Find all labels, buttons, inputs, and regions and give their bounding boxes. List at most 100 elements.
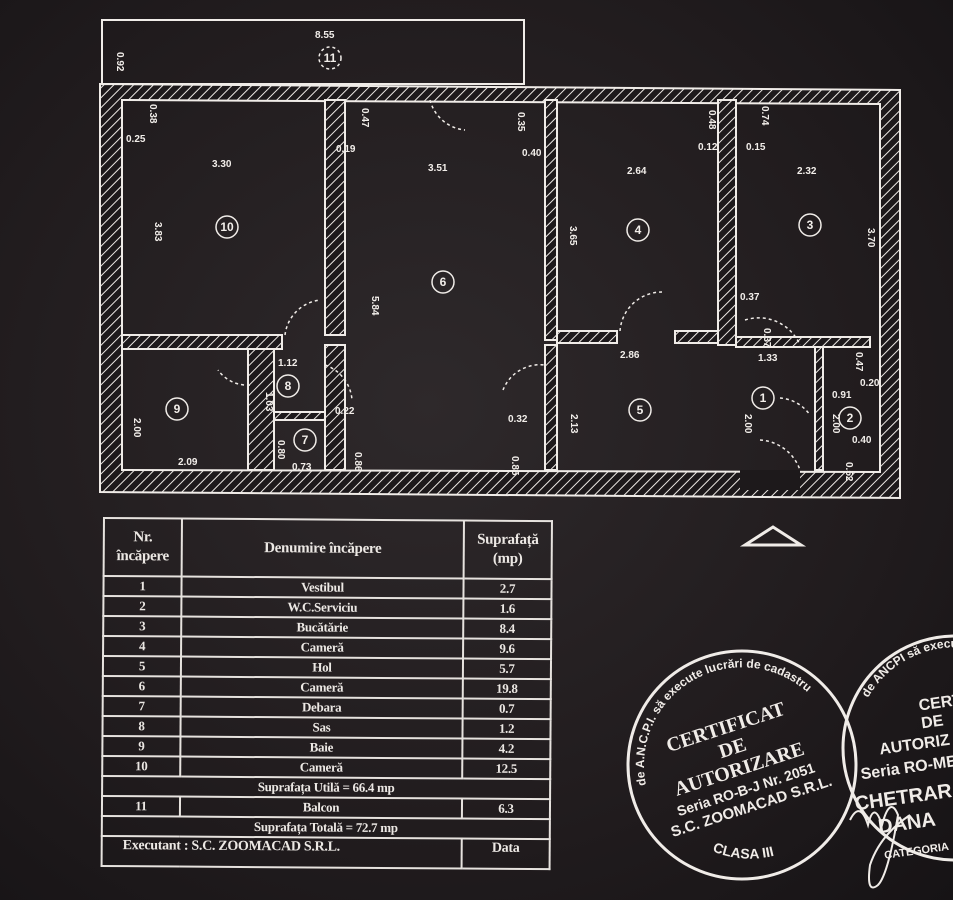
room-number: 6 xyxy=(440,275,447,289)
dimension-label: 0.25 xyxy=(126,134,146,145)
cell-name: Hol xyxy=(180,656,464,679)
dimension-label: 3.30 xyxy=(212,159,232,170)
dimension-label: 0.38 xyxy=(147,104,158,124)
cell-area: 0.7 xyxy=(462,698,551,720)
dimension-label: 8.55 xyxy=(315,30,335,41)
cell-name: Sas xyxy=(180,716,463,739)
dimension-label: 0.47 xyxy=(853,352,864,372)
room-label-5: 5 xyxy=(628,398,652,422)
dimension-label: 0.91 xyxy=(832,390,852,401)
dimension-label: 1.12 xyxy=(278,358,298,369)
room-number: 10 xyxy=(220,220,234,234)
dimension-label: 0.74 xyxy=(759,106,770,126)
cell-nr: 6 xyxy=(102,676,181,697)
cell-area: 19.8 xyxy=(462,678,551,700)
dimension-label: 0.52 xyxy=(843,462,854,482)
dimension-label: 2.13 xyxy=(568,414,579,434)
room-number: 8 xyxy=(285,379,292,393)
room-label-11: 11 xyxy=(318,46,342,70)
dimension-label: 5.84 xyxy=(369,296,380,316)
date-label: Data xyxy=(461,838,550,870)
header-nr: Nr. încăpere xyxy=(103,518,182,577)
cell-nr: 1 xyxy=(103,576,182,597)
cell-name: Baie xyxy=(180,736,463,759)
room-label-2: 2 xyxy=(838,406,862,430)
cell-area: 8.4 xyxy=(463,618,552,640)
cell-nr: 9 xyxy=(102,736,181,757)
interior-walls xyxy=(121,99,871,490)
cell-name: Debara xyxy=(180,696,463,719)
cell-name: Cameră xyxy=(180,676,463,699)
room-number: 5 xyxy=(637,403,644,417)
dimension-label: 1.33 xyxy=(758,353,778,364)
dimension-label: 0.86 xyxy=(352,452,363,472)
cell-area: 1.6 xyxy=(463,598,552,620)
cell-area: 12.5 xyxy=(462,758,551,780)
room-label-10: 10 xyxy=(215,215,239,239)
cell-area: 1.2 xyxy=(462,718,551,740)
cell-nr: 5 xyxy=(102,656,182,677)
cell-name: Vestibul xyxy=(181,576,464,599)
dimension-label: 1.03 xyxy=(263,392,274,412)
table-header: Nr. încăpere Denumire încăpere Suprafață… xyxy=(103,518,552,580)
room-number: 1 xyxy=(760,391,767,405)
outer-walls xyxy=(99,82,901,500)
north-arrow-icon xyxy=(739,525,807,547)
room-label-4: 4 xyxy=(626,218,650,242)
room-label-6: 6 xyxy=(431,270,455,294)
cell-area: 4.2 xyxy=(462,738,551,760)
dimension-label: 0.48 xyxy=(706,110,717,130)
rooms-table: Nr. încăpere Denumire încăpere Suprafață… xyxy=(101,517,553,870)
header-area: Suprafață (mp) xyxy=(463,520,552,580)
room-label-1: 1 xyxy=(751,386,775,410)
dimension-label: 3.70 xyxy=(865,228,876,248)
dimension-label: 0.85 xyxy=(509,456,520,476)
dimension-label: 2.00 xyxy=(131,418,142,438)
room-number: 4 xyxy=(635,223,642,237)
dimension-label: 3.83 xyxy=(152,222,163,242)
dimension-label: 2.09 xyxy=(178,457,198,468)
executant-row: Executant : S.C. ZOOMACAD S.R.L. Data xyxy=(101,835,550,870)
dimension-label: 0.12 xyxy=(698,142,718,153)
cell-name: Cameră xyxy=(181,636,464,659)
dimension-label: 0.35 xyxy=(515,112,526,132)
dimension-label: 0.40 xyxy=(852,435,872,446)
dimension-label: 0.20 xyxy=(860,378,880,389)
dimension-label: 2.86 xyxy=(620,350,640,361)
dimension-label: 2.00 xyxy=(830,414,841,434)
cell-name: Cameră xyxy=(180,756,463,779)
cell-area: 5.7 xyxy=(462,658,552,680)
dimension-label: 0.19 xyxy=(336,144,356,155)
room-number: 9 xyxy=(174,402,181,416)
cell-area: 9.6 xyxy=(463,638,552,660)
dimension-label: 0.47 xyxy=(359,108,370,128)
dimension-label: 0.40 xyxy=(522,148,542,159)
dimension-label: 2.64 xyxy=(627,166,647,177)
cell-name: W.C.Serviciu xyxy=(181,596,464,619)
dimension-label: 0.32 xyxy=(508,414,528,425)
dimension-label: 0.37 xyxy=(740,292,760,303)
dimension-label: 0.15 xyxy=(746,142,766,153)
dimension-label: 0.22 xyxy=(335,406,355,417)
room-number: 3 xyxy=(807,218,814,232)
cell-nr: 4 xyxy=(103,636,182,657)
room-number: 11 xyxy=(324,51,337,65)
cell-nr: 2 xyxy=(103,596,182,617)
balcony-outline xyxy=(101,19,525,85)
cell-nr: 3 xyxy=(103,616,182,637)
cell-nr: 10 xyxy=(102,756,181,777)
cell-nr: 7 xyxy=(102,696,181,717)
dimension-label: 0.80 xyxy=(275,440,286,460)
dimension-label: 0.73 xyxy=(292,462,312,473)
executant: Executant : S.C. ZOOMACAD S.R.L. xyxy=(101,835,462,869)
room-number: 7 xyxy=(302,433,309,447)
room-label-3: 3 xyxy=(798,213,822,237)
door-swings xyxy=(217,99,811,471)
cell-nr: 8 xyxy=(102,716,181,737)
cell-area: 2.7 xyxy=(463,578,552,600)
room-label-7: 7 xyxy=(293,428,317,452)
dimension-label: 3.51 xyxy=(428,163,448,174)
dimension-label: 0.37 xyxy=(761,328,772,348)
header-name: Denumire încăpere xyxy=(181,518,464,579)
